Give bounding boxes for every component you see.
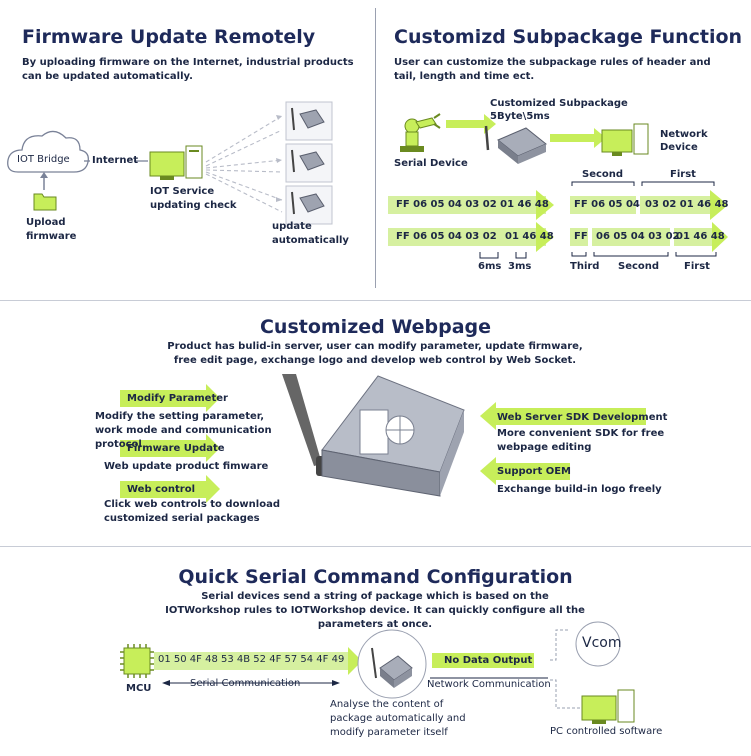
lbl-third: Third <box>570 261 600 272</box>
modify-param-desc: Modify the setting parameter, work mode … <box>95 411 272 450</box>
device-icon-3 <box>285 185 333 225</box>
row2-a: FF 06 05 04 03 02 <box>396 231 497 242</box>
subpackage-title: Customizd Subpackage Function <box>394 26 743 48</box>
quick-hex: 01 50 4F 48 53 4B 52 4F 57 54 4F 49 <box>158 654 345 665</box>
pc-icon <box>581 689 635 724</box>
mcu-label: MCU <box>126 683 152 694</box>
row2-second: 06 05 04 03 02 <box>596 231 680 242</box>
iot-service-label: IOT Service updating check <box>150 186 237 211</box>
subpackage-desc: User can customize the subpackage rules … <box>394 57 711 82</box>
oem-desc: Exchange build-in logo freely <box>497 484 662 495</box>
device-icon-1 <box>285 101 333 141</box>
folder-icon <box>33 193 57 211</box>
modify-param-button: Modify Parameter <box>127 393 228 404</box>
update-auto-label: update automatically <box>272 221 349 246</box>
network-comm-label: Network Communication <box>427 679 551 690</box>
row2-third: FF <box>574 231 588 242</box>
row2-first: 01 46 48 <box>676 231 725 242</box>
section-divider-vertical <box>375 8 376 288</box>
time-3ms: 3ms <box>508 261 532 272</box>
row1-second-label: Second <box>582 169 624 180</box>
firmware-diagram <box>7 101 333 225</box>
web-control-button: Web control <box>127 484 196 495</box>
quick-desc: Serial devices send a string of package … <box>165 591 585 630</box>
web-device-icon <box>282 374 465 497</box>
pc-label: PC controlled software <box>550 726 663 737</box>
row1-first-box <box>640 196 716 214</box>
row1-full: FF 06 05 04 03 02 01 46 48 <box>396 199 549 210</box>
section-divider-2 <box>0 546 751 547</box>
row1-first-label: First <box>670 169 696 180</box>
section-divider-1 <box>0 300 751 301</box>
cloud-icon <box>7 130 89 173</box>
sdk-desc: More convenient SDK for free webpage edi… <box>497 428 665 453</box>
sdk-button: Web Server SDK Development <box>497 412 668 423</box>
quick-diagram <box>120 621 635 724</box>
upload-firmware-label: Upload firmware <box>26 217 77 242</box>
webpage-desc: Product has bulid-in server, user can mo… <box>167 341 583 366</box>
mcu-chip-icon <box>120 644 154 678</box>
quick-title: Quick Serial Command Configuration <box>178 566 573 588</box>
computer-icon <box>149 145 203 180</box>
firmware-desc: By uploading firmware on the Internet, i… <box>22 57 354 82</box>
internet-label: Internet <box>92 155 139 166</box>
custom-subpackage-label: Customized Subpackage 5Byte\5ms <box>490 98 628 122</box>
row2-b: 01 46 48 <box>505 231 554 242</box>
serial-device-label: Serial Device <box>394 158 468 169</box>
analyse-label: Analyse the content of package automatic… <box>330 699 466 738</box>
row1-second: FF 06 05 04 <box>574 199 640 210</box>
device-icon-2 <box>285 143 333 183</box>
lbl-second: Second <box>618 261 660 272</box>
firmware-update-button: Firmware Update <box>127 443 225 454</box>
subpackage-diagram <box>388 113 728 259</box>
iot-bridge-label: IOT Bridge <box>17 154 70 165</box>
time-6ms: 6ms <box>478 261 502 272</box>
vcom-label: Vcom <box>582 635 622 651</box>
no-data-output-label: No Data Output <box>444 655 533 666</box>
webpage-title: Customized Webpage <box>259 316 492 338</box>
device-icon <box>484 125 547 164</box>
row1-first: 03 02 01 46 48 <box>645 199 729 210</box>
lbl-first: First <box>684 261 710 272</box>
network-computer-icon <box>601 123 649 156</box>
oem-button: Support OEM <box>497 466 571 477</box>
serial-comm-label: Serial Communication <box>190 678 301 689</box>
webpage-diagram <box>120 374 646 503</box>
vcom-circle <box>575 621 621 667</box>
quick-device-icon <box>371 647 413 688</box>
web-control-desc: Click web controls to download customize… <box>104 499 280 524</box>
row1-arrow <box>388 190 554 220</box>
row1-second-box <box>570 196 636 214</box>
firmware-title: Firmware Update Remotely <box>22 26 316 48</box>
robot-arm-icon <box>400 113 441 152</box>
firmware-update-desc: Web update product fimware <box>104 461 269 472</box>
network-device-label: Network Device <box>660 129 708 153</box>
